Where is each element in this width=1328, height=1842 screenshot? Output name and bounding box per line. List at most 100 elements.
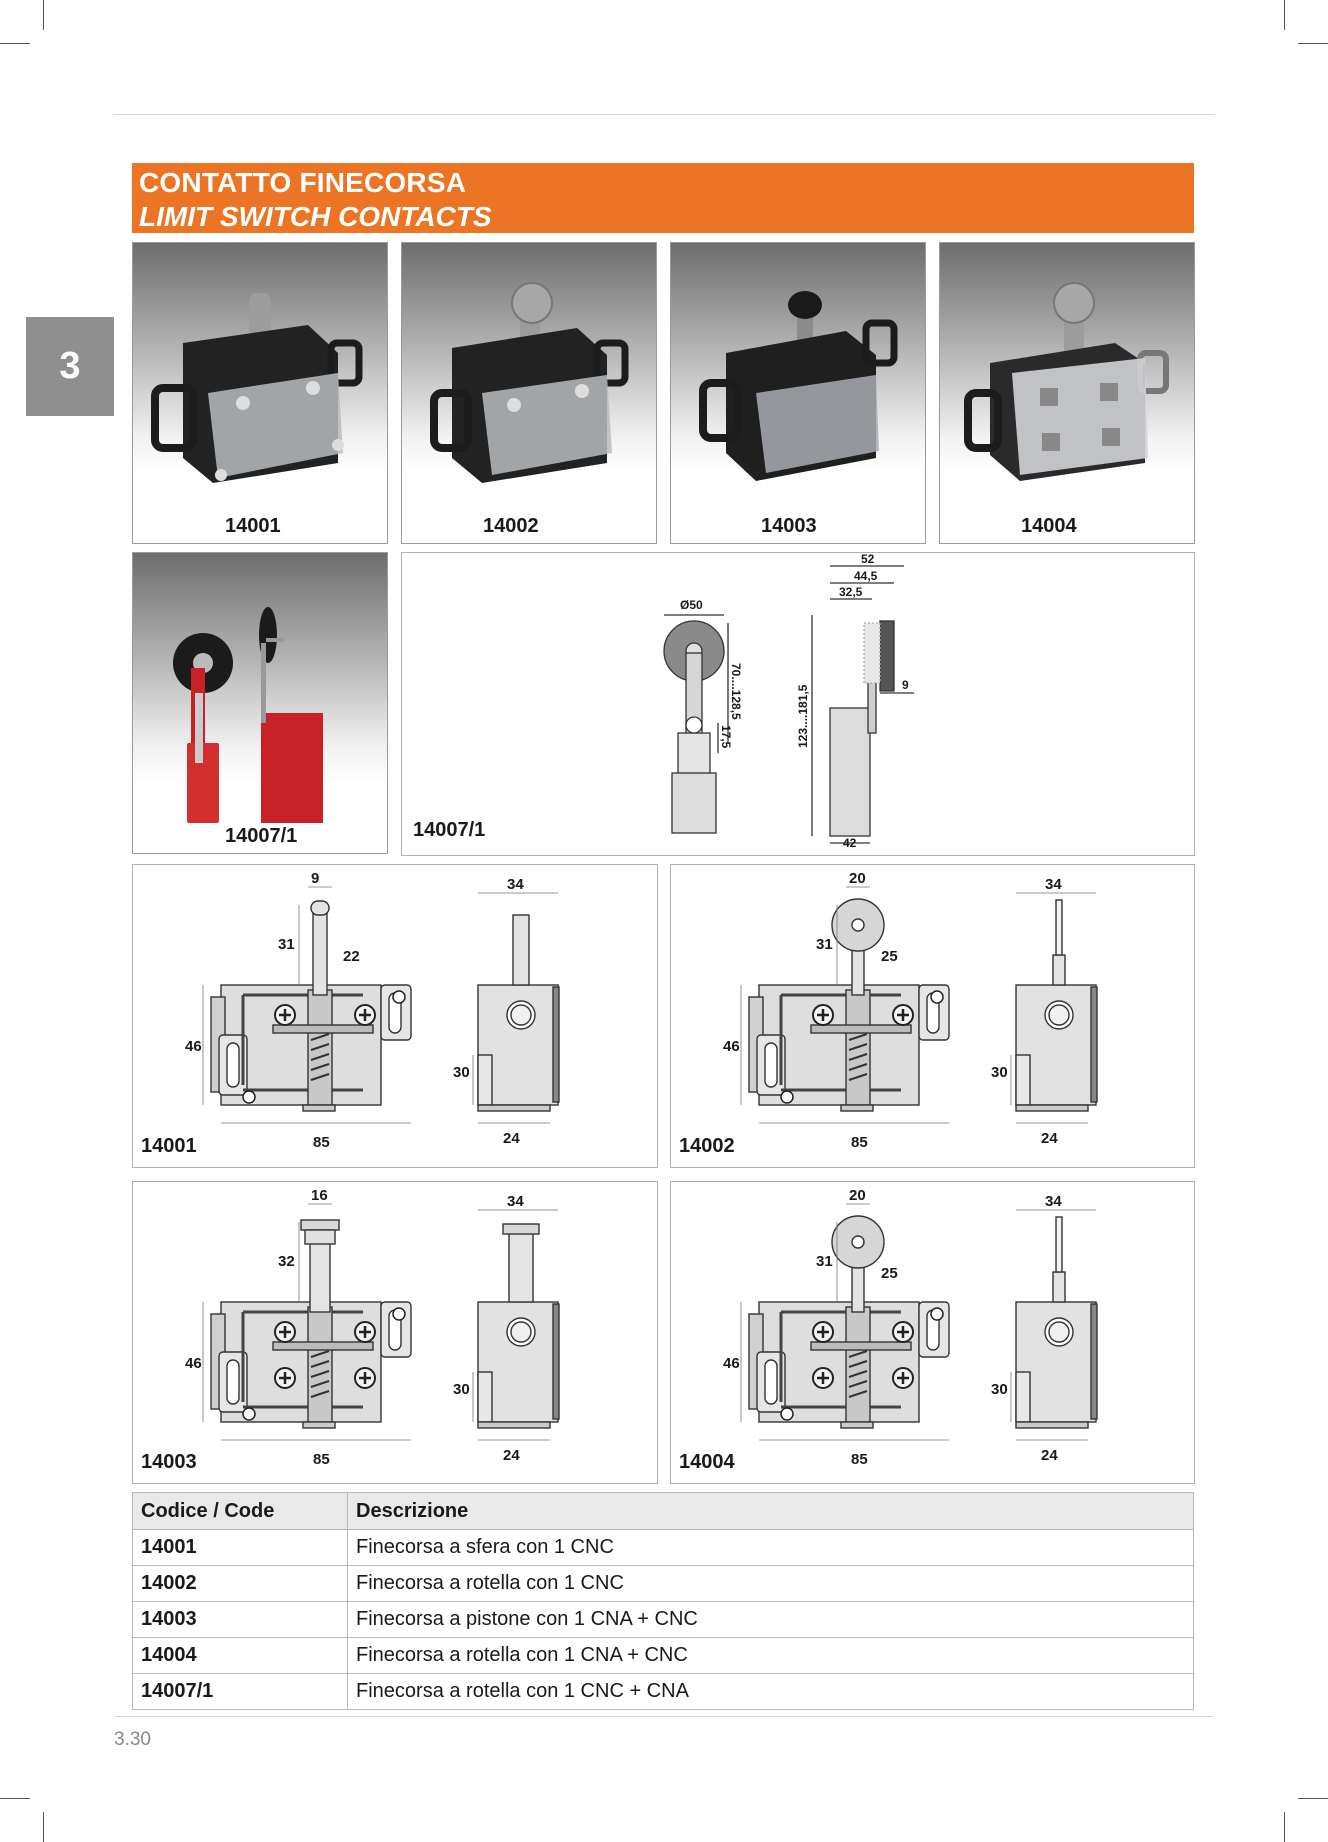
dim-height: 46 [723,1038,740,1055]
dim-side-width: 34 [1045,876,1062,893]
switch-dimension-drawing: 16 32 46 85 34 30 24 [185,1187,560,1468]
dim-height: 46 [185,1355,202,1372]
dim-side-width: 34 [507,876,524,893]
dim-top: 9 [311,870,319,887]
dim-top: 20 [849,870,866,887]
photo-caption: 14004 [1021,515,1077,537]
dim-side-height: 30 [991,1064,1008,1081]
row-code: 14001 [132,1529,348,1566]
header-description: Descrizione [347,1492,1194,1530]
dim-side-height: 30 [453,1381,470,1398]
dim-side-depth: 24 [503,1130,520,1147]
dim-stem: 31 [816,936,833,953]
chapter-tab: 3 [26,317,114,416]
row-code: 14002 [132,1565,348,1602]
photo-caption: 14007/1 [225,825,298,847]
drawing-code: 14007/1 [413,819,486,841]
crop-mark [0,1798,30,1799]
crop-mark [43,1812,44,1842]
dim-width: 85 [851,1134,868,1151]
row-code: 14007/1 [132,1673,348,1710]
row-code: 14003 [132,1601,348,1638]
banner-title-en: LIMIT SWITCH CONTACTS [139,201,492,232]
lever-dimension-drawing: Ø50 70....128,5 17,5 52 44,5 32,5 123...… [663,553,914,850]
product-photo-14003: 14003 [670,242,926,544]
dim-top: 20 [849,1187,866,1204]
photo-caption: 14003 [761,515,817,537]
crop-mark [1284,0,1285,30]
drawing-code: 14002 [679,1135,735,1157]
dim-width: 85 [313,1451,330,1468]
banner-title-it: CONTATTO FINECORSA [139,167,467,198]
dim-side-width: 34 [1045,1193,1062,1210]
row-description: Finecorsa a rotella con 1 CNC + CNA [347,1673,1194,1710]
row-code: 14004 [132,1637,348,1674]
row-description: Finecorsa a rotella con 1 CNC [347,1565,1194,1602]
footer-rule [114,1716,1214,1717]
table-header-row: Codice / Code Descrizione [132,1492,1194,1530]
crop-mark [0,43,30,44]
drawing-panel-14007-1: Ø50 70....128,5 17,5 52 44,5 32,5 123...… [401,552,1195,856]
dim-side-height: 30 [991,1381,1008,1398]
drawing-code: 14003 [141,1451,197,1473]
dim-top: 16 [311,1187,328,1204]
drawing-panel: 16 32 46 85 34 30 24 14003 [132,1181,658,1484]
drawing-panel: 20 31 25 46 85 34 30 24 14004 [670,1181,1195,1484]
dim-side-width-3: 32,5 [839,585,863,599]
product-photo-14004: 14004 [939,242,1195,544]
section-banner: CONTATTO FINECORSA LIMIT SWITCH CONTACTS [132,163,1194,233]
switch-roller-lever-icon [173,607,323,823]
dim-base: 42 [843,836,857,850]
dim-side-width: 34 [507,1193,524,1210]
drawing-code: 14004 [679,1451,735,1473]
dim-side-depth: 24 [1041,1447,1058,1464]
dim-side-width-1: 52 [861,553,875,566]
dim-stem-width: 25 [881,948,898,965]
photo-caption: 14001 [225,515,281,537]
dim-stem: 31 [278,936,295,953]
product-photo-14007-1: 14007/1 [132,552,388,854]
dim-width: 85 [851,1451,868,1468]
dim-wheel-diameter: Ø50 [680,598,703,612]
drawing-code: 14001 [141,1135,197,1157]
product-photo-14002: 14002 [401,242,657,544]
dim-width: 85 [313,1134,330,1151]
switch-plunger-icon [151,293,363,483]
dim-height: 46 [185,1038,202,1055]
crop-mark [1298,43,1328,44]
product-photo-14001: 14001 [132,242,388,544]
dim-lever-range: 70....128,5 [729,663,743,720]
dim-wheel-thickness: 9 [902,678,909,692]
row-description: Finecorsa a pistone con 1 CNA + CNC [347,1601,1194,1638]
dim-pivot: 17,5 [719,725,733,749]
dim-side-depth: 24 [1041,1130,1058,1147]
crop-mark [1298,1798,1328,1799]
switch-roller-open-icon [964,282,1169,481]
switch-piston-icon [699,291,898,481]
header-code: Codice / Code [132,1492,348,1530]
switch-roller-icon [430,282,629,483]
crop-mark [1284,1812,1285,1842]
header-rule [114,114,1214,115]
row-description: Finecorsa a sfera con 1 CNC [347,1529,1194,1566]
dim-side-depth: 24 [503,1447,520,1464]
page-number: 3.30 [114,1729,151,1750]
dim-stem: 31 [816,1253,833,1270]
dim-stem-width: 25 [881,1265,898,1282]
crop-mark [43,0,44,30]
dim-stem-width: 22 [343,948,360,965]
row-description: Finecorsa a rotella con 1 CNA + CNC [347,1637,1194,1674]
dim-side-width-2: 44,5 [854,569,878,583]
dim-height-range: 123....181,5 [796,684,810,748]
drawing-panel: 20 31 25 46 85 34 30 24 14002 [670,864,1195,1168]
dim-stem: 32 [278,1253,295,1270]
switch-dimension-drawing: 20 31 25 46 85 34 30 24 [723,1187,1098,1468]
dim-height: 46 [723,1355,740,1372]
